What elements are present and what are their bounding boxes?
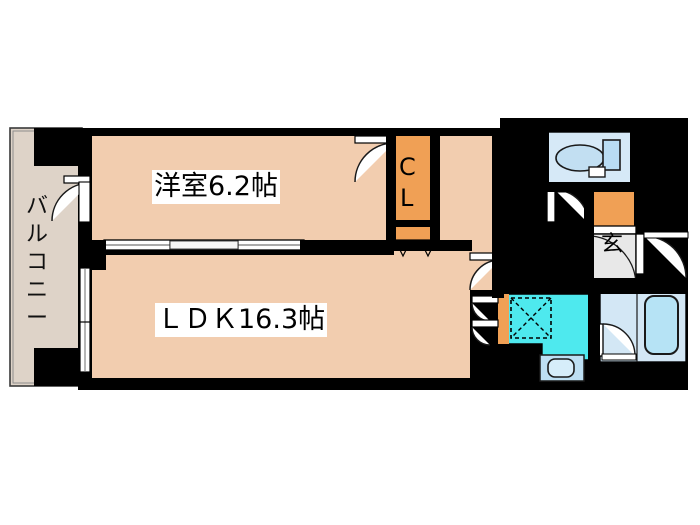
washroom-door [471,295,499,346]
balcony-area [9,127,83,387]
closet-header [394,220,436,227]
room-bedroom [92,136,394,240]
closet-door-panel [394,226,436,240]
washroom-side-panel [498,294,509,344]
room-ldk [92,255,470,378]
shoe-cabinet [594,188,634,226]
sink-icon [539,354,585,382]
genkan-wall-left [584,186,594,290]
room-bath [599,287,687,363]
toilet-wall-right [630,126,642,186]
bedroom-ldk-wall [300,240,472,251]
closet-wall-right [430,128,440,250]
closet-wall-left [386,128,396,248]
toilet-wall-left [537,126,549,186]
balcony-wall-bottom [34,348,82,386]
wall-stub-left [92,240,106,270]
balcony-wall-top [34,128,82,166]
cistern-icon [602,139,621,171]
hall-wall-right [492,128,504,298]
sliding-partition [103,239,305,251]
ldk-window [79,267,91,373]
balcony-door [51,175,91,223]
bathtub-icon [644,295,679,355]
shoe-cabinet-door [591,225,637,235]
room-toilet [544,131,632,189]
bath-wall-left [588,286,600,386]
entrance-door [635,231,689,279]
room-closet [394,136,436,220]
washing-machine-icon [510,297,552,339]
